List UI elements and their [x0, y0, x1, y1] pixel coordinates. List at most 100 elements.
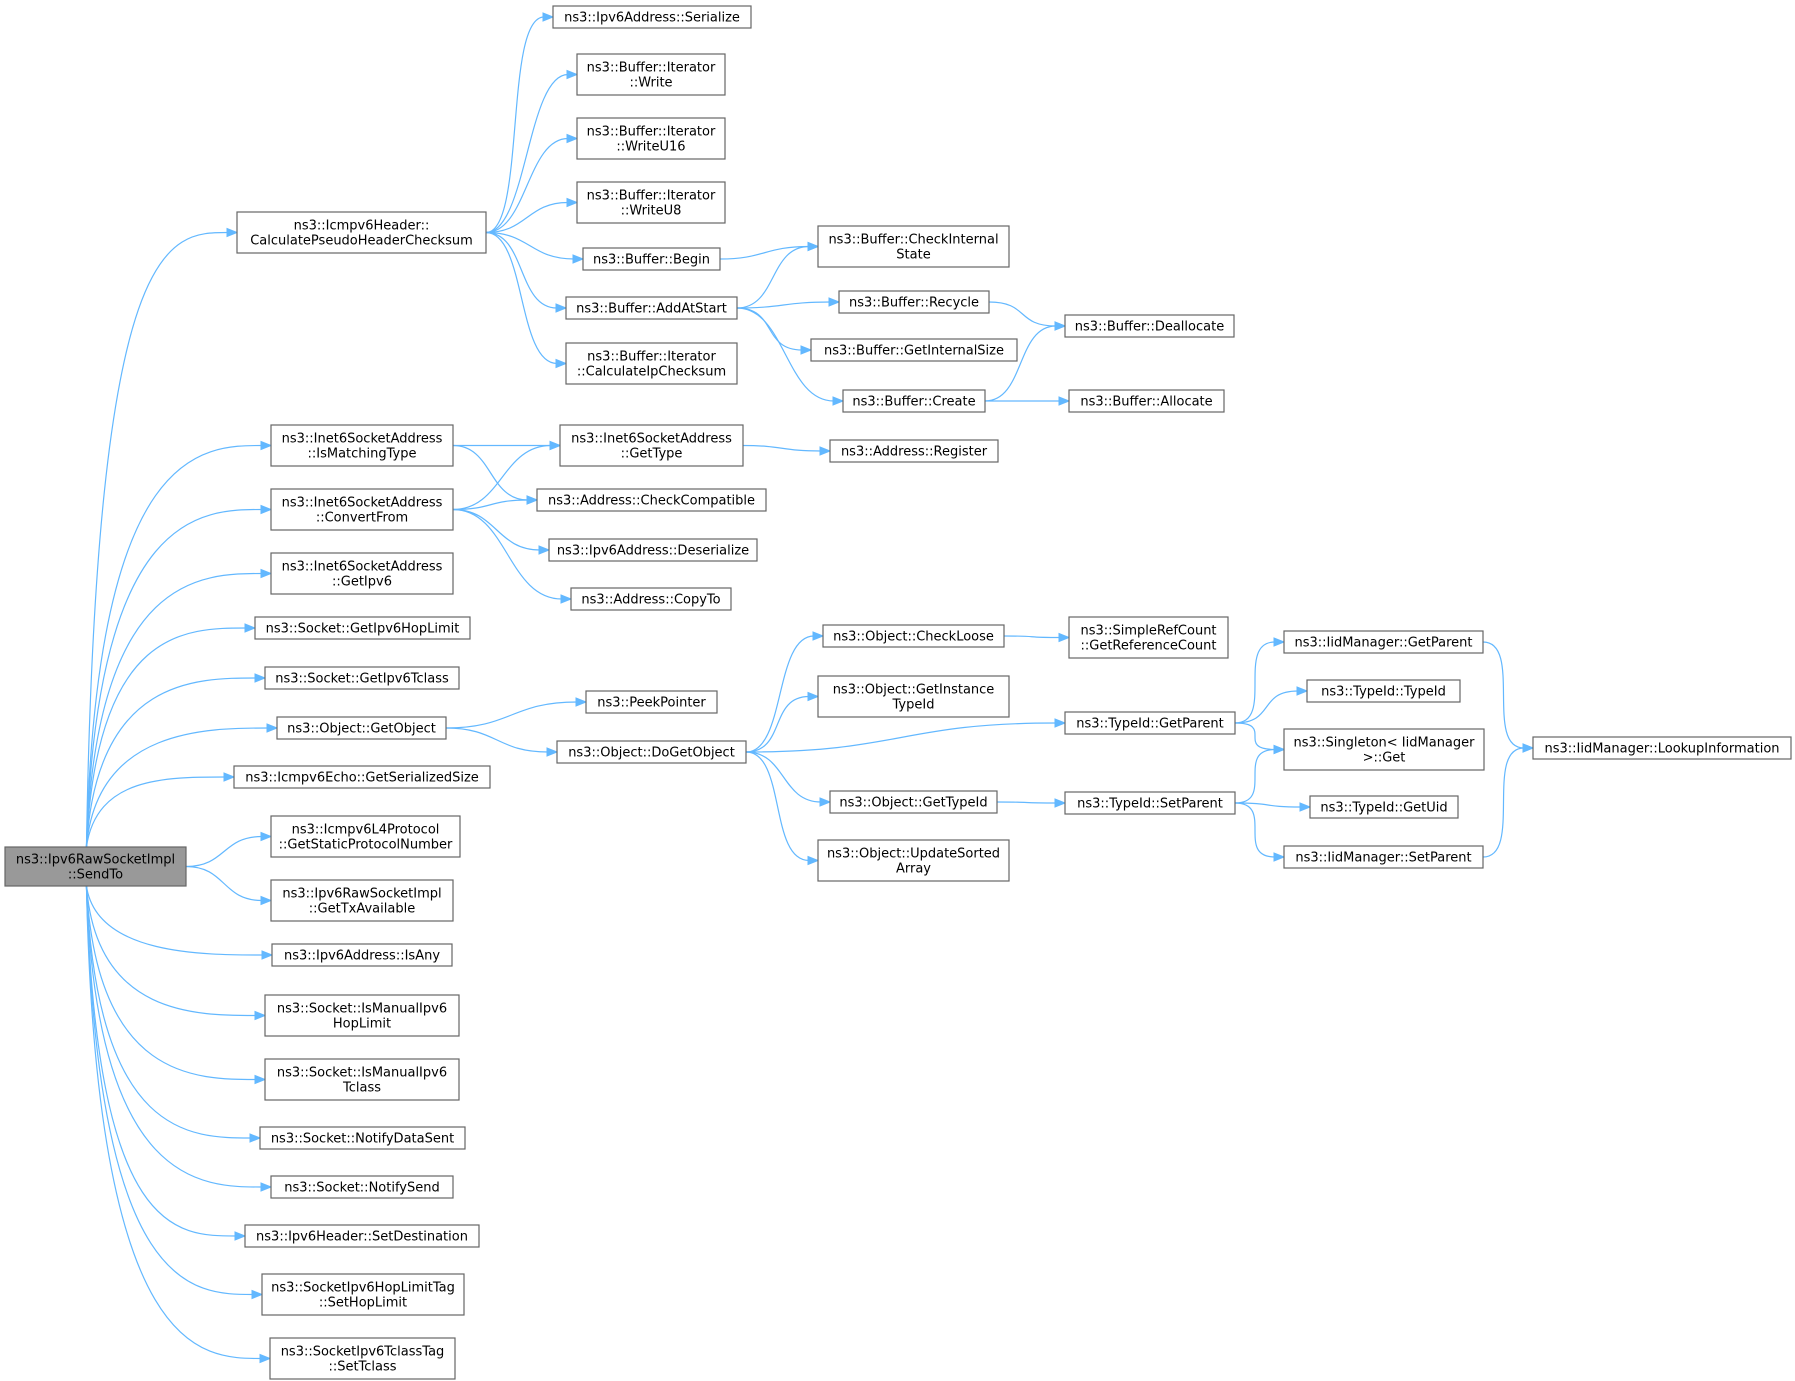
- node-typeidtypeid[interactable]: ns3::TypeId::TypeId: [1306, 679, 1461, 703]
- node-objgetobject[interactable]: ns3::Object::GetObject: [276, 716, 447, 740]
- node-itcalcip[interactable]: ns3::Buffer::Iterator::CalculateIpChecks…: [565, 342, 738, 385]
- node-label: ns3::Buffer::AddAtStart: [576, 302, 727, 317]
- node-objdogetobject[interactable]: ns3::Object::DoGetObject: [556, 740, 747, 764]
- node-ipv6isany[interactable]: ns3::Ipv6Address::IsAny: [271, 943, 453, 967]
- node-addrcopyto[interactable]: ns3::Address::CopyTo: [570, 587, 732, 611]
- arrowhead: [254, 1010, 267, 1021]
- node-box: [552, 5, 752, 29]
- arrowhead: [549, 440, 562, 451]
- arrowhead: [807, 241, 820, 252]
- node-icmpcalc[interactable]: ns3::Icmpv6Header::CalculatePseudoHeader…: [236, 211, 487, 254]
- node-label: ns3::Ipv6Address::Deserialize: [557, 544, 749, 559]
- node-itwrite[interactable]: ns3::Buffer::Iterator::Write: [576, 53, 726, 96]
- node-label: ::SetTclass: [328, 1360, 396, 1375]
- node-sockgettclass[interactable]: ns3::Socket::GetIpv6Tclass: [264, 666, 460, 690]
- edge-bufbegin-to-bufcheckinternal: [719, 241, 820, 260]
- node-label: ns3::SocketIpv6HopLimitTag: [271, 1281, 455, 1296]
- node-iidsetparent[interactable]: ns3::IidManager::SetParent: [1283, 845, 1484, 869]
- node-inet6getipv6[interactable]: ns3::Inet6SocketAddress::GetIpv6: [270, 552, 454, 595]
- node-bufcreate[interactable]: ns3::Buffer::Create: [842, 389, 986, 413]
- node-box: [244, 1224, 480, 1248]
- node-bufdeallocate[interactable]: ns3::Buffer::Deallocate: [1064, 314, 1235, 338]
- node-icmpechosize[interactable]: ns3::Icmpv6Echo::GetSerializedSize: [233, 765, 491, 789]
- node-iidgetparent[interactable]: ns3::IidManager::GetParent: [1283, 630, 1484, 654]
- node-inet6gettype[interactable]: ns3::Inet6SocketAddress::GetType: [559, 424, 744, 467]
- node-objgettypeid[interactable]: ns3::Object::GetTypeId: [829, 790, 998, 814]
- node-label: ::GetStaticProtocolNumber: [279, 838, 453, 853]
- node-box: [1064, 791, 1236, 815]
- node-objcheckloose[interactable]: ns3::Object::CheckLoose: [822, 624, 1005, 648]
- node-typeidsetparent[interactable]: ns3::TypeId::SetParent: [1064, 791, 1236, 815]
- edge-root-to-objgetobject: [85, 723, 279, 848]
- node-bufgetinternalsize[interactable]: ns3::Buffer::GetInternalSize: [810, 338, 1018, 362]
- node-box: [817, 839, 1010, 882]
- node-bufrecycle[interactable]: ns3::Buffer::Recycle: [838, 290, 990, 314]
- node-simplerefcount[interactable]: ns3::SimpleRefCount::GetReferenceCount: [1068, 616, 1229, 659]
- node-ipv6serialize[interactable]: ns3::Ipv6Address::Serialize: [552, 5, 752, 29]
- node-addrregister[interactable]: ns3::Address::Register: [829, 439, 999, 463]
- node-box: [264, 994, 460, 1037]
- edge-root-to-sockismanualtclass: [85, 885, 267, 1085]
- node-itwriteu8[interactable]: ns3::Buffer::Iterator::WriteU8: [576, 181, 726, 224]
- node-socknotifydatasent[interactable]: ns3::Socket::NotifyDataSent: [259, 1126, 466, 1150]
- node-ipv6hdrsetdest[interactable]: ns3::Ipv6Header::SetDestination: [244, 1224, 480, 1248]
- node-socknotifysend[interactable]: ns3::Socket::NotifySend: [270, 1175, 454, 1199]
- node-sockgethoplimit[interactable]: ns3::Socket::GetIpv6HopLimit: [254, 616, 471, 640]
- edge-typeidsetparent-to-typeidgetuid: [1234, 802, 1312, 812]
- arrowhead: [251, 1289, 264, 1300]
- node-label: ::SetHopLimit: [319, 1296, 407, 1311]
- node-icmpl4proto[interactable]: ns3::Icmpv6L4Protocol::GetStaticProtocol…: [270, 815, 461, 858]
- node-inet6convertfrom[interactable]: ns3::Inet6SocketAddress::ConvertFrom: [270, 488, 454, 531]
- node-addrcheckcompat[interactable]: ns3::Address::CheckCompatible: [536, 488, 767, 512]
- arrowhead: [1054, 321, 1067, 331]
- node-iidlookup[interactable]: ns3::IidManager::LookupInformation: [1532, 736, 1792, 760]
- node-typeidgetparent[interactable]: ns3::TypeId::GetParent: [1064, 711, 1236, 735]
- node-box: [270, 1175, 454, 1199]
- node-label: ns3::Object::GetInstance: [833, 683, 995, 698]
- node-label: ns3::Object::DoGetObject: [568, 746, 735, 761]
- node-box: [1306, 679, 1461, 703]
- arrowhead: [542, 12, 555, 22]
- node-label: >::Get: [1363, 751, 1406, 766]
- node-bufallocate[interactable]: ns3::Buffer::Allocate: [1068, 389, 1225, 413]
- arrowhead: [1299, 802, 1312, 812]
- node-ipv6deserialize[interactable]: ns3::Ipv6Address::Deserialize: [548, 538, 758, 562]
- arrowhead: [234, 1231, 247, 1241]
- node-box: [1283, 630, 1484, 654]
- node-bufaddatstart[interactable]: ns3::Buffer::AddAtStart: [565, 296, 738, 320]
- node-label: ns3::Ipv6RawSocketImpl: [16, 853, 175, 868]
- node-itwriteu16[interactable]: ns3::Buffer::Iterator::WriteU16: [576, 117, 726, 160]
- edge-icmpcalc-to-itwriteu16: [485, 133, 579, 234]
- node-peekpointer[interactable]: ns3::PeekPointer: [585, 690, 718, 714]
- node-rawgettxavail[interactable]: ns3::Ipv6RawSocketImpl::GetTxAvailable: [270, 879, 454, 922]
- node-box: [548, 538, 758, 562]
- call-nodes: ns3::Ipv6RawSocketImpl::SendTo ns3::Icmpv…: [4, 5, 1792, 1380]
- node-singletonget[interactable]: ns3::Singleton< IidManager >::Get: [1283, 728, 1485, 771]
- edge-inet6convertfrom-to-addrcheckcompat: [452, 495, 539, 511]
- node-box: [270, 815, 461, 858]
- call-edges: [85, 12, 1535, 1364]
- node-bufbegin[interactable]: ns3::Buffer::Begin: [582, 247, 721, 271]
- edge-inet6convertfrom-to-addrcopyto: [452, 508, 573, 604]
- node-label: ns3::Object::UpdateSorted: [827, 847, 1000, 862]
- node-hoptagset[interactable]: ns3::SocketIpv6HopLimitTag::SetHopLimit: [261, 1273, 465, 1316]
- node-label: ::GetType: [621, 447, 683, 462]
- edge-root-to-ipv6hdrsetdest: [85, 885, 247, 1241]
- node-root[interactable]: ns3::Ipv6RawSocketImpl::SendTo: [4, 846, 187, 887]
- node-box: [269, 1337, 456, 1380]
- node-label: ns3::IidManager::LookupInformation: [1544, 742, 1779, 757]
- node-inet6ismatching[interactable]: ns3::Inet6SocketAddress::IsMatchingType: [270, 424, 454, 467]
- node-box: [1068, 616, 1229, 659]
- node-label: ::CalculateIpChecksum: [577, 365, 726, 380]
- node-box: [822, 624, 1005, 648]
- node-label: ns3::Icmpv6Echo::GetSerializedSize: [245, 771, 479, 786]
- node-tclasstagset[interactable]: ns3::SocketIpv6TclassTag::SetTclass: [269, 1337, 456, 1380]
- node-typeidgetuid[interactable]: ns3::TypeId::GetUid: [1309, 795, 1459, 819]
- node-box: [556, 740, 747, 764]
- edge-icmpcalc-to-bufbegin: [485, 231, 585, 264]
